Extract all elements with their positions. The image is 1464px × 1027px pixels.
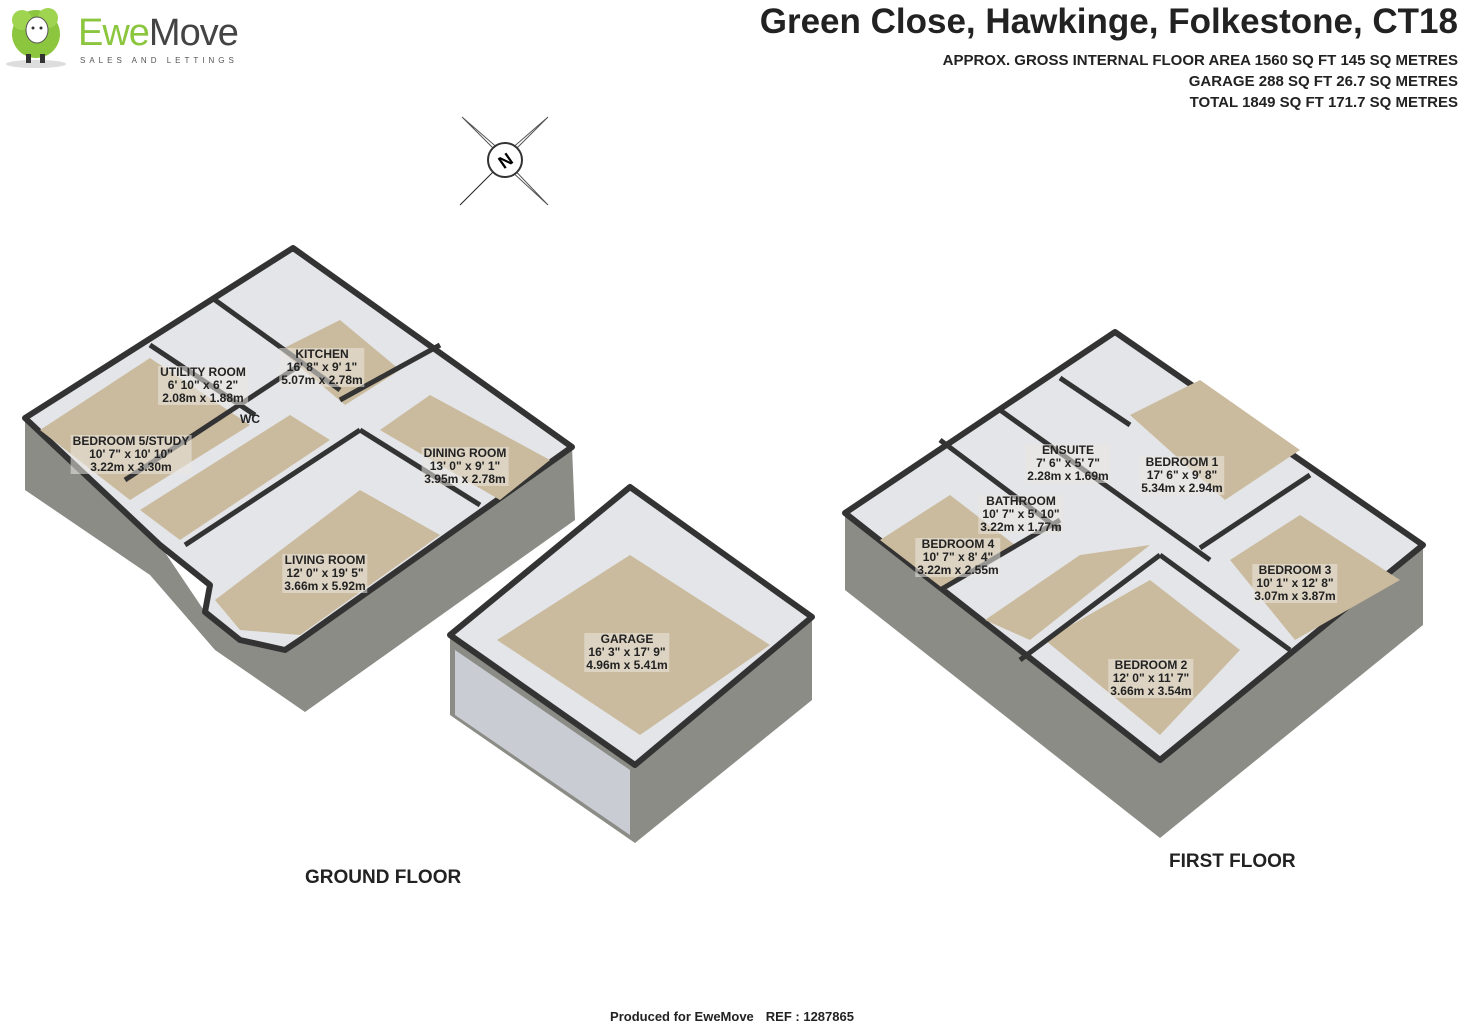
room-label-wc: WC (240, 412, 260, 426)
logo-word-ewe: Ewe (78, 12, 150, 54)
brand-logo: EweMove (78, 12, 239, 55)
area-garage: GARAGE 288 SQ FT 26.7 SQ METRES (1188, 73, 1458, 90)
logo-word-move: Move (148, 12, 239, 54)
area-gross: APPROX. GROSS INTERNAL FLOOR AREA 1560 S… (942, 52, 1458, 69)
ground-floor-label: GROUND FLOOR (305, 867, 462, 888)
property-title: Green Close, Hawkinge, Folkestone, CT18 (759, 2, 1458, 41)
area-total: TOTAL 1849 SQ FT 171.7 SQ METRES (1189, 94, 1458, 111)
brand-tagline: SALES AND LETTINGS (80, 56, 238, 65)
reference-number: REF : 1287865 (765, 1009, 854, 1024)
produced-for-text: Produced for EweMove (610, 1009, 754, 1024)
sheep-logo-icon (6, 8, 66, 68)
footer: Produced for EweMove REF : 1287865 (0, 1009, 1464, 1024)
first-floor-label: FIRST FLOOR (1169, 851, 1296, 872)
compass-icon: N (459, 116, 549, 206)
